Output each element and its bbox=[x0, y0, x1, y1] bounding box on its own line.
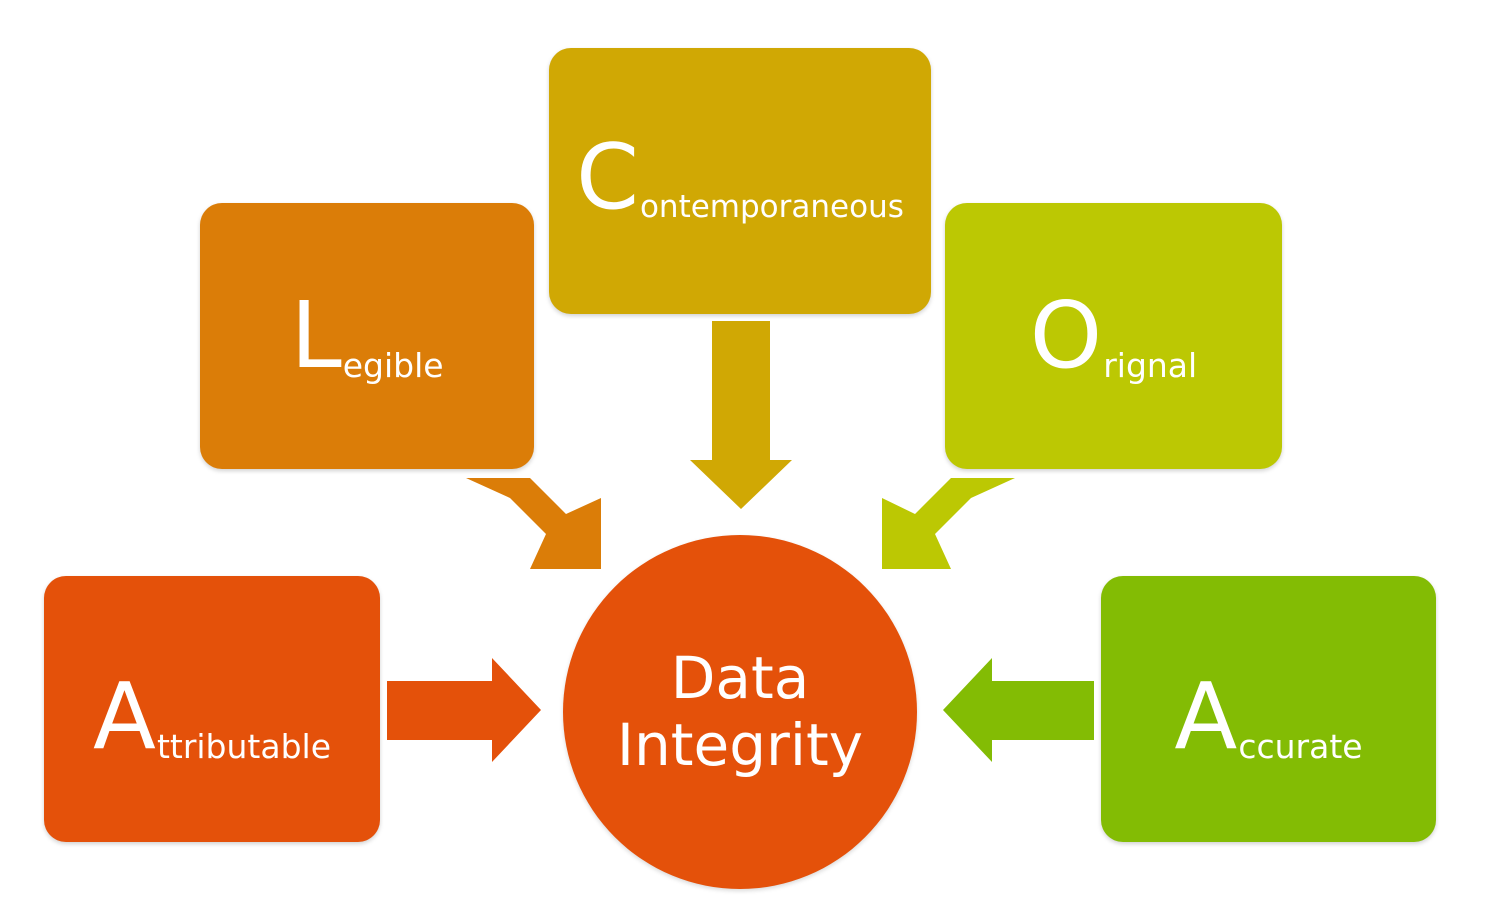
initial-letter: C bbox=[576, 125, 639, 230]
center-circle-data-integrity: Data Integrity bbox=[563, 535, 917, 889]
word-rest: ontemporaneous bbox=[639, 189, 904, 225]
initial-letter: A bbox=[1174, 663, 1238, 770]
center-label-line2: Integrity bbox=[616, 711, 864, 779]
arrow-legible bbox=[466, 478, 601, 569]
word-rest: egible bbox=[342, 346, 444, 385]
arrow-contemporaneous bbox=[690, 321, 792, 509]
initial-letter: O bbox=[1029, 282, 1103, 389]
word-rest: rignal bbox=[1103, 346, 1198, 385]
word-rest: ttributable bbox=[156, 727, 331, 766]
center-label-line1: Data bbox=[670, 644, 810, 713]
arrow-attributable bbox=[387, 658, 541, 762]
word-rest: ccurate bbox=[1238, 727, 1363, 766]
arrow-accurate bbox=[943, 658, 1094, 762]
arrow-orignal bbox=[882, 478, 1015, 569]
initial-letter: L bbox=[290, 282, 342, 389]
initial-letter: A bbox=[93, 663, 156, 770]
